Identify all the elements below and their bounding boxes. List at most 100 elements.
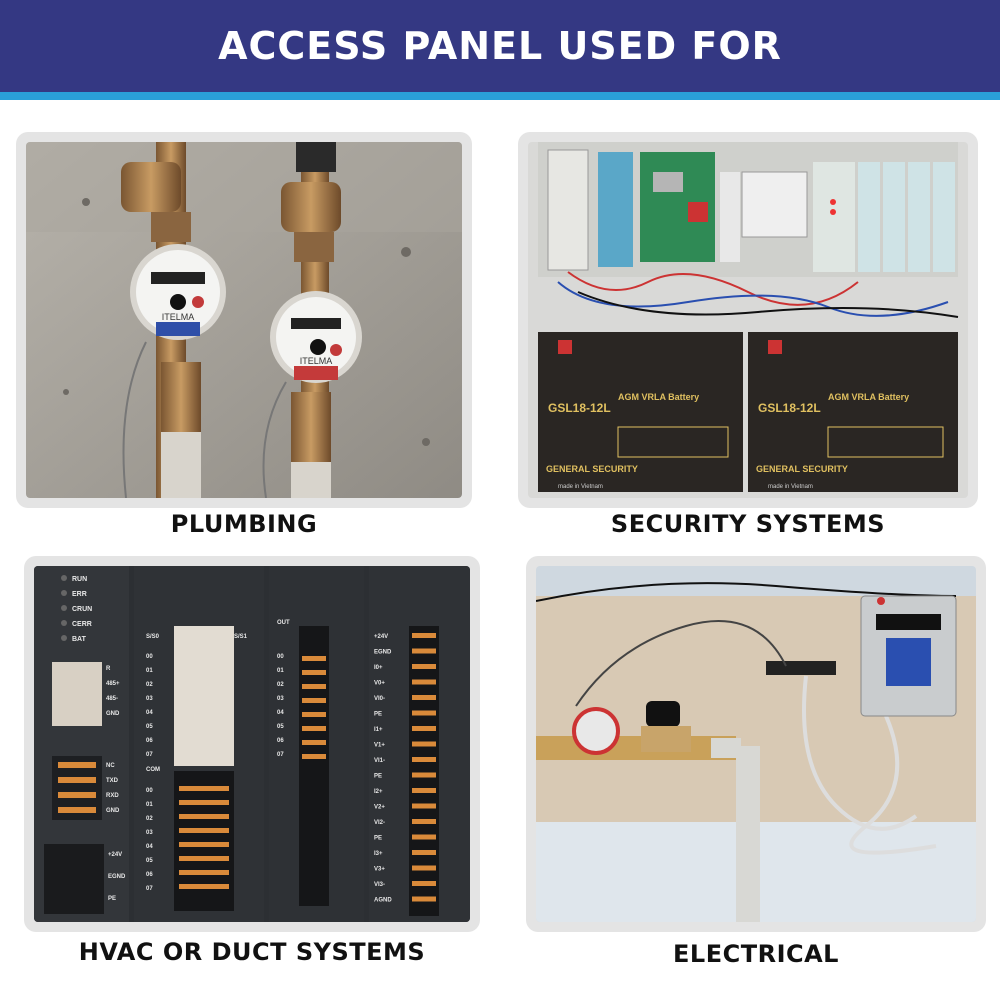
analog-terminal-label: VI2-	[374, 820, 385, 826]
analog-terminal-label: I2+	[374, 789, 383, 795]
battery-type-right: AGM VRLA Battery	[828, 392, 909, 402]
analog-terminal-latch	[412, 819, 436, 824]
io-number-label: 04	[146, 844, 153, 850]
slot-label: S/S1	[234, 634, 248, 640]
analog-terminal-latch	[412, 679, 436, 685]
status-led-label: CERR	[72, 621, 92, 628]
io-number-label: 02	[146, 682, 153, 688]
can-terminal-label: RXD	[106, 793, 119, 799]
analog-terminal-block	[409, 626, 439, 916]
caption-plumbing: PLUMBING	[170, 510, 318, 538]
battery-brand-left: GENERAL SECURITY	[546, 464, 638, 474]
analog-terminal-latch	[412, 834, 436, 840]
can-terminal-label: NC	[106, 763, 115, 769]
status-led-4	[61, 635, 67, 641]
analog-terminal-label: +24V	[374, 634, 388, 640]
analog-terminal-latch	[412, 633, 436, 638]
analog-terminal-latch	[412, 664, 436, 669]
io-number-label: 00	[146, 654, 153, 660]
status-led-label: BAT	[72, 636, 87, 643]
header-banner: ACCESS PANEL USED FOR	[0, 0, 1000, 92]
analog-terminal-label: PE	[374, 712, 382, 718]
analog-terminal-label: V0+	[374, 681, 385, 687]
card-electrical	[526, 556, 986, 932]
io-number-label: 03	[146, 696, 153, 702]
analog-terminal-latch	[412, 648, 436, 654]
analog-terminal-latch	[412, 865, 436, 871]
caption-electrical: ELECTRICAL	[673, 940, 839, 968]
can-terminal-label: GND	[106, 808, 120, 814]
can-terminal-latch	[58, 807, 96, 813]
analog-terminal-latch	[412, 803, 436, 809]
can-terminal-latch	[58, 777, 96, 783]
header-accent-stripe	[0, 92, 1000, 100]
output-terminal-latch	[302, 754, 326, 759]
electrical-photo	[536, 566, 976, 922]
slot-label: COM	[146, 767, 160, 773]
output-number-label: 07	[277, 752, 284, 758]
output-number-label: 00	[277, 654, 284, 660]
io-number-label: 03	[146, 830, 153, 836]
digital-terminal-top	[174, 626, 234, 766]
analog-terminal-latch	[412, 726, 436, 731]
io-number-label: 07	[146, 886, 153, 892]
slot-label: S/S0	[146, 634, 160, 640]
power-terminal-label: PE	[108, 896, 116, 902]
io-number-label: 00	[146, 788, 153, 794]
digital-terminal-latch	[179, 842, 229, 847]
status-led-label: ERR	[72, 591, 87, 598]
battery-brand-right: GENERAL SECURITY	[756, 464, 848, 474]
page-title: ACCESS PANEL USED FOR	[218, 24, 782, 68]
output-number-label: 05	[277, 724, 284, 730]
analog-terminal-label: PE	[374, 774, 382, 780]
analog-terminal-latch	[412, 788, 436, 793]
comm-terminal-label: R	[106, 666, 111, 672]
analog-terminal-label: VI3-	[374, 882, 385, 888]
battery-model-left: GSL18-12L	[548, 401, 611, 415]
digital-terminal-latch	[179, 800, 229, 805]
io-number-label: 04	[146, 710, 153, 716]
battery-origin-right: made in Vietnam	[768, 484, 813, 490]
output-number-label: 04	[277, 710, 284, 716]
analog-terminal-latch	[412, 850, 436, 855]
digital-terminal-bottom	[174, 771, 234, 911]
analog-terminal-label: I0+	[374, 665, 383, 671]
analog-terminal-label: I1+	[374, 727, 383, 733]
comm-terminal-label: GND	[106, 711, 120, 717]
output-terminal-latch	[302, 740, 326, 745]
io-number-label: 05	[146, 858, 153, 864]
can-terminal-label: TXD	[106, 778, 119, 784]
slot-label: OUT	[277, 620, 290, 626]
comm-terminal-label: 485-	[106, 696, 118, 702]
digital-terminal-latch	[179, 870, 229, 875]
battery-model-right: GSL18-12L	[758, 401, 821, 415]
comm-terminal-label: 485+	[106, 681, 120, 687]
analog-terminal-latch	[412, 741, 436, 747]
output-terminal-latch	[302, 712, 326, 717]
analog-terminal-latch	[412, 772, 436, 778]
card-plumbing: ITELMA ITELMA	[16, 132, 472, 508]
meter-brand-right: ITELMA	[300, 356, 333, 366]
status-led-3	[61, 620, 67, 626]
io-number-label: 06	[146, 738, 153, 744]
output-terminal-latch	[302, 670, 326, 675]
power-terminal-block	[44, 844, 104, 914]
status-led-0	[61, 575, 67, 581]
plumbing-photo: ITELMA ITELMA	[26, 142, 462, 498]
analog-terminal-latch	[412, 710, 436, 716]
power-terminal-label: +24V	[108, 852, 122, 858]
status-led-2	[61, 605, 67, 611]
analog-terminal-latch	[412, 695, 436, 700]
analog-terminal-label: VI1-	[374, 758, 385, 764]
analog-terminal-label: AGND	[374, 898, 392, 904]
io-number-label: 07	[146, 752, 153, 758]
analog-terminal-label: EGND	[374, 650, 392, 656]
output-number-label: 02	[277, 682, 284, 688]
caption-security-systems: SECURITY SYSTEMS	[610, 510, 886, 538]
digital-terminal-latch	[179, 828, 229, 833]
can-terminal-latch	[58, 792, 96, 798]
battery-origin-left: made in Vietnam	[558, 484, 603, 490]
digital-terminal-latch	[179, 856, 229, 861]
